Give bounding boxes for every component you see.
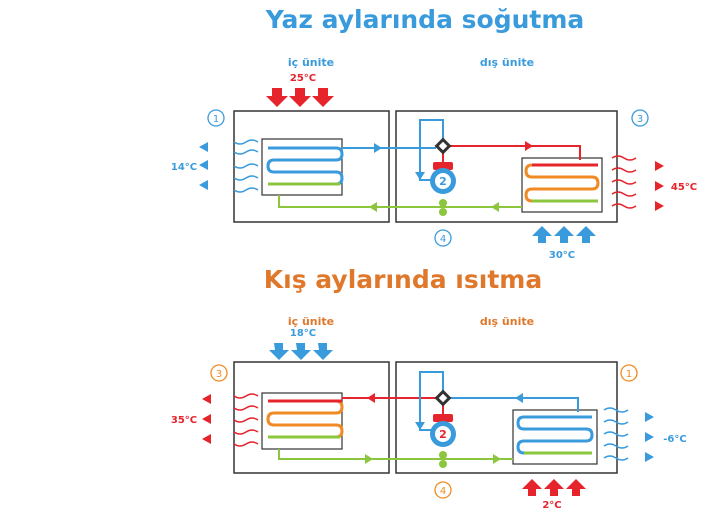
arrow-down-icon <box>266 88 288 107</box>
summer-outdoor-label: dış ünite <box>480 56 534 69</box>
summer-panel: Yaz aylarında soğutma iç ünite dış ünite… <box>171 5 697 261</box>
arrow-left-icon <box>491 202 499 212</box>
winter-compressor-number: 2 <box>439 428 447 441</box>
arrow-right-icon <box>655 201 664 211</box>
arrow-left-icon <box>367 393 375 403</box>
winter-indoor-coil-tube <box>266 399 344 439</box>
arrow-left-icon <box>202 394 211 404</box>
summer-expansion-valve-icon <box>439 199 447 216</box>
winter-cool-air-in-arrows <box>269 343 333 360</box>
summer-reversing-valve-icon <box>434 137 452 155</box>
summer-compressor-number: 2 <box>439 175 447 188</box>
winter-warm-air-out <box>202 393 259 447</box>
summer-outdoor-air-in-arrows <box>532 226 596 243</box>
arrow-right-icon <box>374 143 382 153</box>
winter-expansion-valve-icon <box>439 451 447 468</box>
arrow-down-icon <box>291 343 311 360</box>
summer-step-left: 1 <box>207 109 225 127</box>
summer-outdoor-air-in-temp: 30°C <box>549 250 575 261</box>
svg-text:1: 1 <box>213 114 219 125</box>
arrow-left-icon <box>199 180 208 190</box>
arrow-up-icon <box>576 226 596 243</box>
arrow-left-icon <box>199 142 208 152</box>
winter-cold-air-out <box>603 407 654 462</box>
arrow-right-icon <box>645 432 654 442</box>
arrow-right-icon <box>645 452 654 462</box>
summer-outdoor-coil-tube <box>524 163 600 203</box>
winter-step-left: 3 <box>210 364 228 382</box>
winter-liquid-line <box>278 449 513 460</box>
arrow-up-icon <box>522 479 542 496</box>
winter-outdoor-air-in-arrows <box>522 479 586 496</box>
winter-indoor-air-out-temp: 35°C <box>171 415 197 426</box>
arrow-down-icon <box>312 88 334 107</box>
winter-outdoor-air-out-temp: -6°C <box>663 434 686 445</box>
summer-title: Yaz aylarında soğutma <box>265 5 585 34</box>
summer-discharge-line <box>450 145 581 160</box>
winter-panel: Kış aylarında ısıtma iç ünite dış ünite … <box>171 265 687 511</box>
summer-step-right: 3 <box>631 109 649 127</box>
summer-hot-air-out <box>611 155 664 211</box>
summer-liquid-line <box>278 195 522 208</box>
summer-indoor-air-in-temp: 25°C <box>290 73 316 84</box>
winter-indoor-label: iç ünite <box>288 315 334 328</box>
winter-outdoor-air-in-temp: 2°C <box>542 500 561 511</box>
arrow-right-icon <box>655 161 664 171</box>
winter-step-right: 1 <box>620 364 638 382</box>
summer-outdoor-coil <box>521 157 603 213</box>
summer-compressor-icon: 2 <box>430 162 456 194</box>
arrow-right-icon <box>645 412 654 422</box>
svg-text:4: 4 <box>440 234 446 245</box>
summer-outdoor-unit <box>395 110 618 223</box>
arrow-down-icon <box>313 343 333 360</box>
arrow-down-icon <box>415 172 425 180</box>
winter-indoor-unit <box>233 361 390 474</box>
summer-warm-air-in-arrows <box>266 88 334 107</box>
winter-reversing-valve-icon <box>434 389 452 407</box>
arrow-down-icon <box>269 343 289 360</box>
summer-cool-air-out <box>199 139 259 193</box>
arrow-left-icon <box>369 202 377 212</box>
arrow-left-icon <box>202 434 211 444</box>
arrow-left-icon <box>515 393 523 403</box>
svg-text:3: 3 <box>637 114 643 125</box>
winter-suction-line <box>450 397 579 412</box>
winter-indoor-air-in-temp: 18°C <box>290 328 316 339</box>
arrow-up-icon <box>566 479 586 496</box>
summer-step-expansion: 4 <box>434 229 452 247</box>
arrow-right-icon <box>525 141 533 151</box>
arrow-up-icon <box>544 479 564 496</box>
summer-outdoor-air-out-temp: 45°C <box>671 182 697 193</box>
arrow-left-icon <box>202 414 211 424</box>
summer-indoor-air-out-temp: 14°C <box>171 162 197 173</box>
winter-step-expansion: 4 <box>434 481 452 499</box>
arrow-right-icon <box>493 454 501 464</box>
winter-outdoor-coil <box>512 409 598 465</box>
arrow-down-icon <box>289 88 311 107</box>
arrow-down-icon <box>415 422 425 430</box>
winter-outdoor-coil-tube <box>516 415 594 455</box>
winter-compressor-icon: 2 <box>430 414 456 447</box>
svg-text:1: 1 <box>626 369 632 380</box>
winter-title: Kış aylarında ısıtma <box>264 265 542 294</box>
arrow-up-icon <box>554 226 574 243</box>
arrow-right-icon <box>365 454 373 464</box>
svg-text:4: 4 <box>440 486 446 497</box>
summer-indoor-coil-tube <box>266 146 344 186</box>
winter-outdoor-label: dış ünite <box>480 315 534 328</box>
winter-outdoor-unit <box>395 361 618 474</box>
arrow-up-icon <box>532 226 552 243</box>
arrow-right-icon <box>655 181 664 191</box>
arrow-left-icon <box>199 160 208 170</box>
summer-indoor-label: iç ünite <box>288 56 334 69</box>
svg-text:3: 3 <box>216 369 222 380</box>
